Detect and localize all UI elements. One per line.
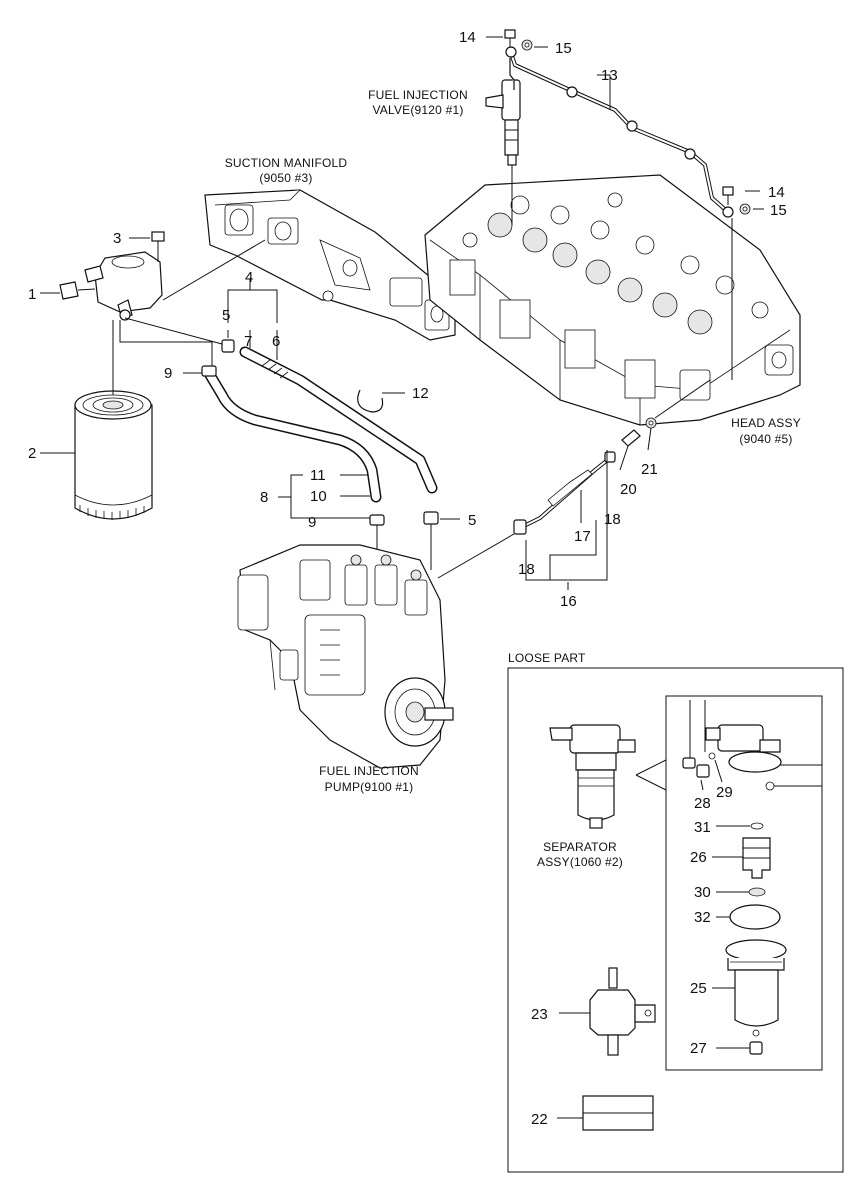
- callout-7: 7: [244, 333, 252, 350]
- injection-pipe-drawing: [505, 46, 734, 380]
- callout-25: 25: [690, 980, 707, 997]
- callout-9-upper: 9: [164, 365, 172, 382]
- leader-washer-to-head: [654, 379, 711, 419]
- loose-part-box: [507, 667, 844, 1173]
- suction-manifold-caption-line2: (9050 #3): [259, 171, 312, 185]
- separator-assy-drawing: [549, 724, 636, 829]
- callout-13: 13: [601, 67, 618, 84]
- callout-16: 16: [560, 593, 577, 610]
- leader-filter-to-clamp: [124, 317, 223, 345]
- suction-manifold-drawing: [204, 189, 456, 341]
- right-washer-15: [739, 203, 751, 215]
- head-assy-caption-line2: (9040 #5): [739, 432, 792, 446]
- oring-31: [750, 822, 764, 830]
- top-bolt-14: [504, 29, 516, 48]
- callout-4: 4: [245, 269, 253, 286]
- callout-15-right: 15: [770, 202, 787, 219]
- callout-32: 32: [694, 909, 711, 926]
- callout-14-right: 14: [768, 184, 785, 201]
- callout-3: 3: [113, 230, 121, 247]
- fitting-5-upper: [221, 339, 235, 353]
- fuel-pipe-17-drawing: [513, 451, 616, 535]
- element-26: [742, 837, 771, 879]
- ring-30: [748, 887, 766, 897]
- feed-hose-10-drawing: [204, 369, 382, 503]
- oring-32: [729, 904, 781, 930]
- leader-filter-to-manifold: [162, 239, 266, 301]
- right-bolt-14: [722, 186, 734, 205]
- clamp-9-upper: [201, 365, 217, 377]
- callout-21: 21: [641, 461, 658, 478]
- callout-9-lower: 9: [308, 514, 316, 531]
- separator-head-detail: [689, 700, 822, 791]
- filter-head-drawing: [59, 231, 165, 321]
- callout-20: 20: [620, 481, 637, 498]
- label-plate-22: [582, 1095, 654, 1131]
- callout-22: 22: [531, 1111, 548, 1128]
- callout-17: 17: [574, 528, 591, 545]
- fuel-injection-valve-caption-line1: FUEL INJECTION: [368, 88, 468, 102]
- fuel-filter-2-drawing: [74, 320, 153, 520]
- separator-assy-caption-line1: SEPARATOR: [543, 840, 617, 854]
- callout-27: 27: [690, 1040, 707, 1057]
- fitting-5-lower: [423, 511, 439, 525]
- callout-30: 30: [694, 884, 711, 901]
- callout-10: 10: [310, 488, 327, 505]
- callout-8: 8: [260, 489, 268, 506]
- callout-14-top: 14: [459, 29, 476, 46]
- fuel-injection-valve-caption-line2: VALVE(9120 #1): [372, 103, 463, 117]
- washer-21-drawing: [645, 417, 657, 429]
- callout-23: 23: [531, 1006, 548, 1023]
- fuel-injection-pump-drawing: [237, 544, 454, 769]
- leader-pump-to-pipe: [437, 533, 515, 579]
- head-assy-caption-line1: HEAD ASSY: [731, 416, 801, 430]
- callout-5-upper: 5: [222, 307, 230, 324]
- suction-manifold-caption-line1: SUCTION MANIFOLD: [225, 156, 348, 170]
- fuel-injection-pump-caption-line1: FUEL INJECTION: [319, 764, 419, 778]
- connector-20-drawing: [621, 429, 641, 447]
- drain-plug-27: [749, 1029, 763, 1055]
- callout-18-left: 18: [518, 561, 535, 578]
- plug-28: [682, 757, 710, 778]
- callout-2: 2: [28, 445, 36, 462]
- top-washer-15: [521, 39, 533, 51]
- callout-18-right: 18: [604, 511, 621, 528]
- fuel-injection-pump-caption-line2: PUMP(9100 #1): [325, 780, 414, 794]
- callout-5-lower: 5: [468, 512, 476, 529]
- clamp-9-lower: [369, 514, 385, 526]
- filter-23-drawing: [589, 967, 656, 1056]
- cylinder-head-drawing: [424, 174, 801, 426]
- callout-12: 12: [412, 385, 429, 402]
- callout-6: 6: [272, 333, 280, 350]
- callout-28: 28: [694, 795, 711, 812]
- callout-1: 1: [28, 286, 36, 303]
- fuel-injection-valve-drawing: [485, 79, 521, 225]
- loose-part-caption: LOOSE PART: [508, 651, 586, 665]
- bowl-25: [725, 939, 787, 1027]
- callout-leaders: [40, 36, 764, 1119]
- oring-29: [708, 752, 716, 760]
- leader-filter-to-hose: [119, 320, 213, 368]
- callout-15-top: 15: [555, 40, 572, 57]
- return-hose-6-drawing: [239, 346, 438, 494]
- separator-assy-caption-line2: ASSY(1060 #2): [537, 855, 623, 869]
- callout-31: 31: [694, 819, 711, 836]
- callout-29: 29: [716, 784, 733, 801]
- callout-11: 11: [310, 467, 326, 484]
- clamp-12-drawing: [357, 389, 384, 413]
- callout-26: 26: [690, 849, 707, 866]
